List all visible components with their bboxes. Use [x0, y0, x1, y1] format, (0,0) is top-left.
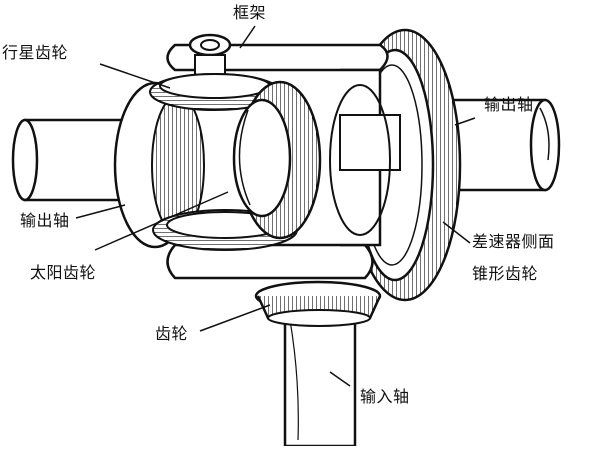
top-planet-gear: [149, 73, 281, 111]
pinion-gear-label: 齿轮: [155, 324, 189, 343]
input-shaft-label: 输入轴: [360, 387, 410, 406]
frame-label: 框架: [233, 3, 267, 22]
sun-gear-label: 太阳齿轮: [30, 263, 97, 282]
center-bevel-gear: [232, 80, 322, 240]
side-gear-label-line1: 差速器侧面: [472, 232, 555, 251]
pinion-gear: [254, 280, 382, 327]
output-shaft-left-label: 输出轴: [20, 211, 70, 230]
side-gear-label-line2: 锥形齿轮: [472, 264, 539, 283]
sun-gear: [113, 81, 205, 249]
right-inner-drum: [329, 84, 401, 236]
output-shaft-right-label: 输出轴: [484, 95, 534, 114]
leader-lines: [75, 25, 476, 387]
planet-gear-label: 行星齿轮: [2, 43, 69, 62]
